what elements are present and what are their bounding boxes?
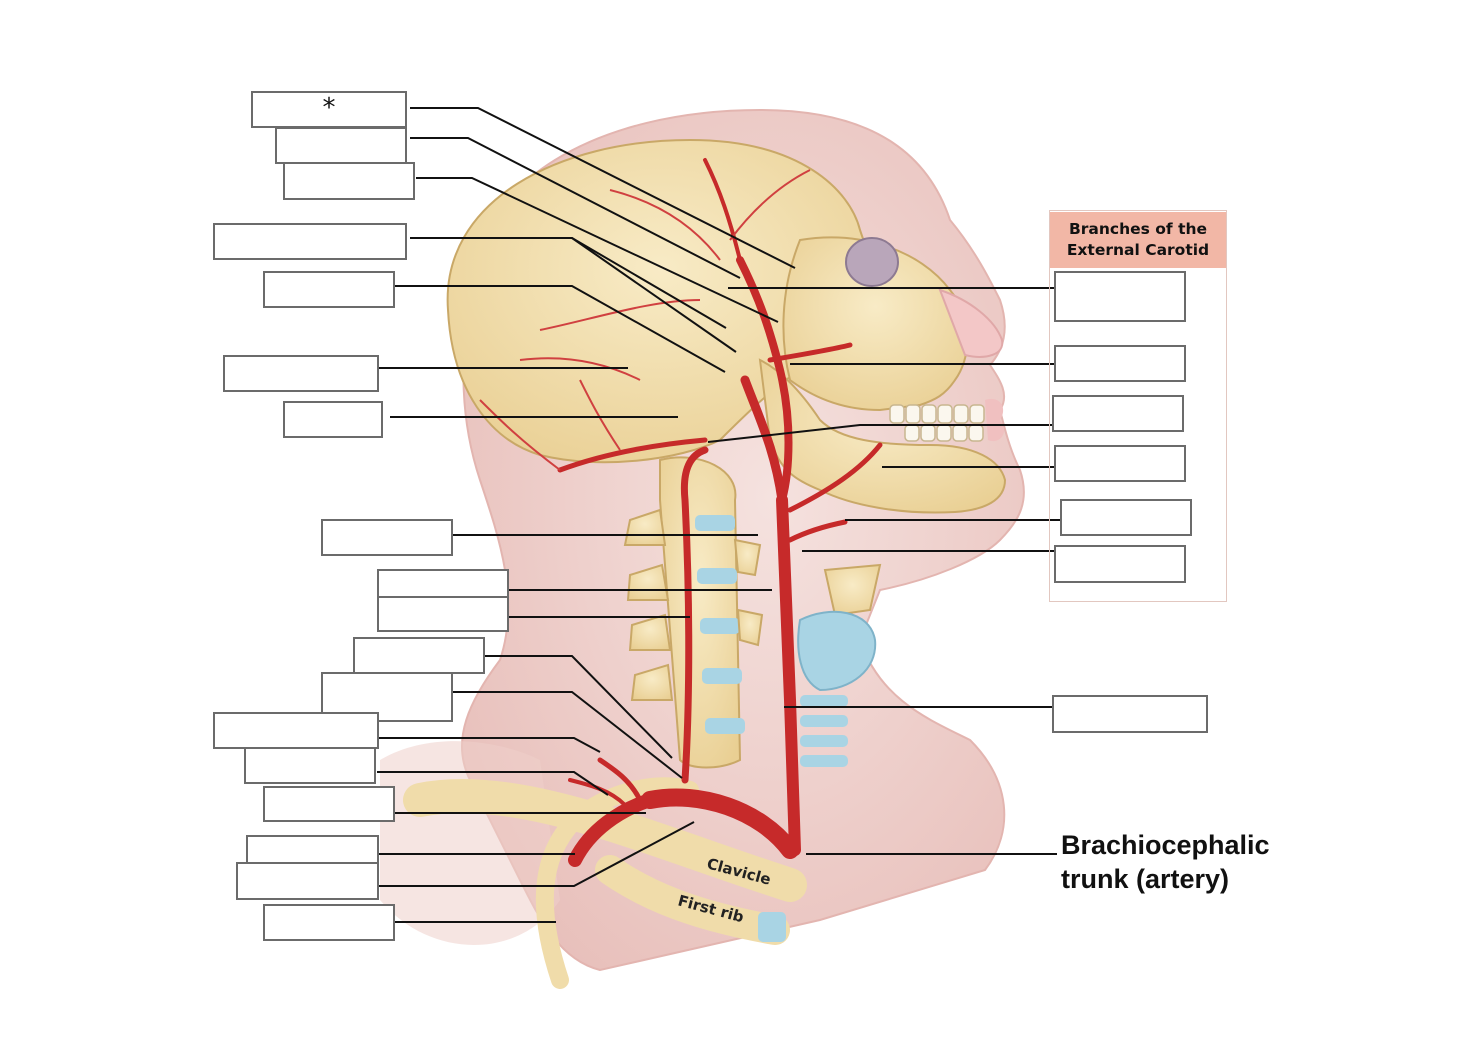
facial-artery (787, 442, 883, 513)
label-box-17[interactable] (236, 862, 379, 900)
label-box-3[interactable] (283, 162, 415, 200)
arteries (557, 158, 883, 867)
subclavian-artery (568, 793, 657, 867)
label-box-8[interactable] (321, 519, 453, 556)
larynx-trachea (797, 563, 882, 767)
ext-carotid-box-3[interactable] (1052, 395, 1184, 432)
label-box-9[interactable] (377, 569, 509, 598)
label-box-18[interactable] (263, 904, 395, 941)
skull-face (782, 236, 969, 412)
mandible (758, 358, 1007, 514)
label-box-1-text: * (322, 93, 336, 123)
external-carotid-panel (1049, 210, 1227, 602)
superficial-temporal-artery (703, 158, 742, 262)
superior-thyroid-artery (787, 519, 848, 543)
label-box-7[interactable] (283, 401, 383, 438)
label-box-5[interactable] (263, 271, 395, 308)
label-box-11[interactable] (353, 637, 485, 674)
nose (938, 288, 1004, 358)
external-carotid-header: Branches of the External Carotid (1050, 212, 1226, 268)
ext-carotid-box-2[interactable] (1054, 345, 1186, 382)
external-carotid-title: Branches of the External Carotid (1066, 220, 1210, 259)
occipital-artery (557, 437, 708, 473)
external-carotid-artery (736, 256, 793, 504)
scalp-arteries (479, 169, 811, 471)
rib-cartilage (758, 912, 786, 942)
brachiocephalic-trunk-label: Brachiocephalic trunk (artery) (1061, 830, 1270, 894)
label-box-10[interactable] (377, 596, 509, 632)
label-box-13[interactable] (213, 712, 379, 749)
ext-carotid-box-6[interactable] (1054, 545, 1186, 583)
ext-carotid-box-1[interactable] (1054, 271, 1186, 322)
common-carotid-artery (776, 494, 801, 856)
ext-carotid-box-4[interactable] (1054, 445, 1186, 482)
common-carotid-box[interactable] (1052, 695, 1208, 733)
vertebral-artery (680, 446, 709, 784)
label-box-4[interactable] (213, 223, 407, 260)
maxillary-artery (767, 342, 853, 363)
label-box-6[interactable] (223, 355, 379, 392)
ext-carotid-box-5[interactable] (1060, 499, 1192, 536)
first-rib-bone (595, 855, 790, 945)
label-box-2[interactable] (275, 127, 407, 164)
brachiocephalic-artery (641, 788, 799, 859)
clavicle-bone (403, 779, 807, 902)
lips (985, 398, 1005, 442)
thyrocervical-trunk (597, 757, 643, 803)
orbit (845, 237, 899, 287)
label-box-15[interactable] (263, 786, 395, 822)
leader-lines (377, 107, 1061, 923)
label-box-14[interactable] (244, 747, 376, 784)
label-box-1[interactable]: * (251, 91, 407, 128)
